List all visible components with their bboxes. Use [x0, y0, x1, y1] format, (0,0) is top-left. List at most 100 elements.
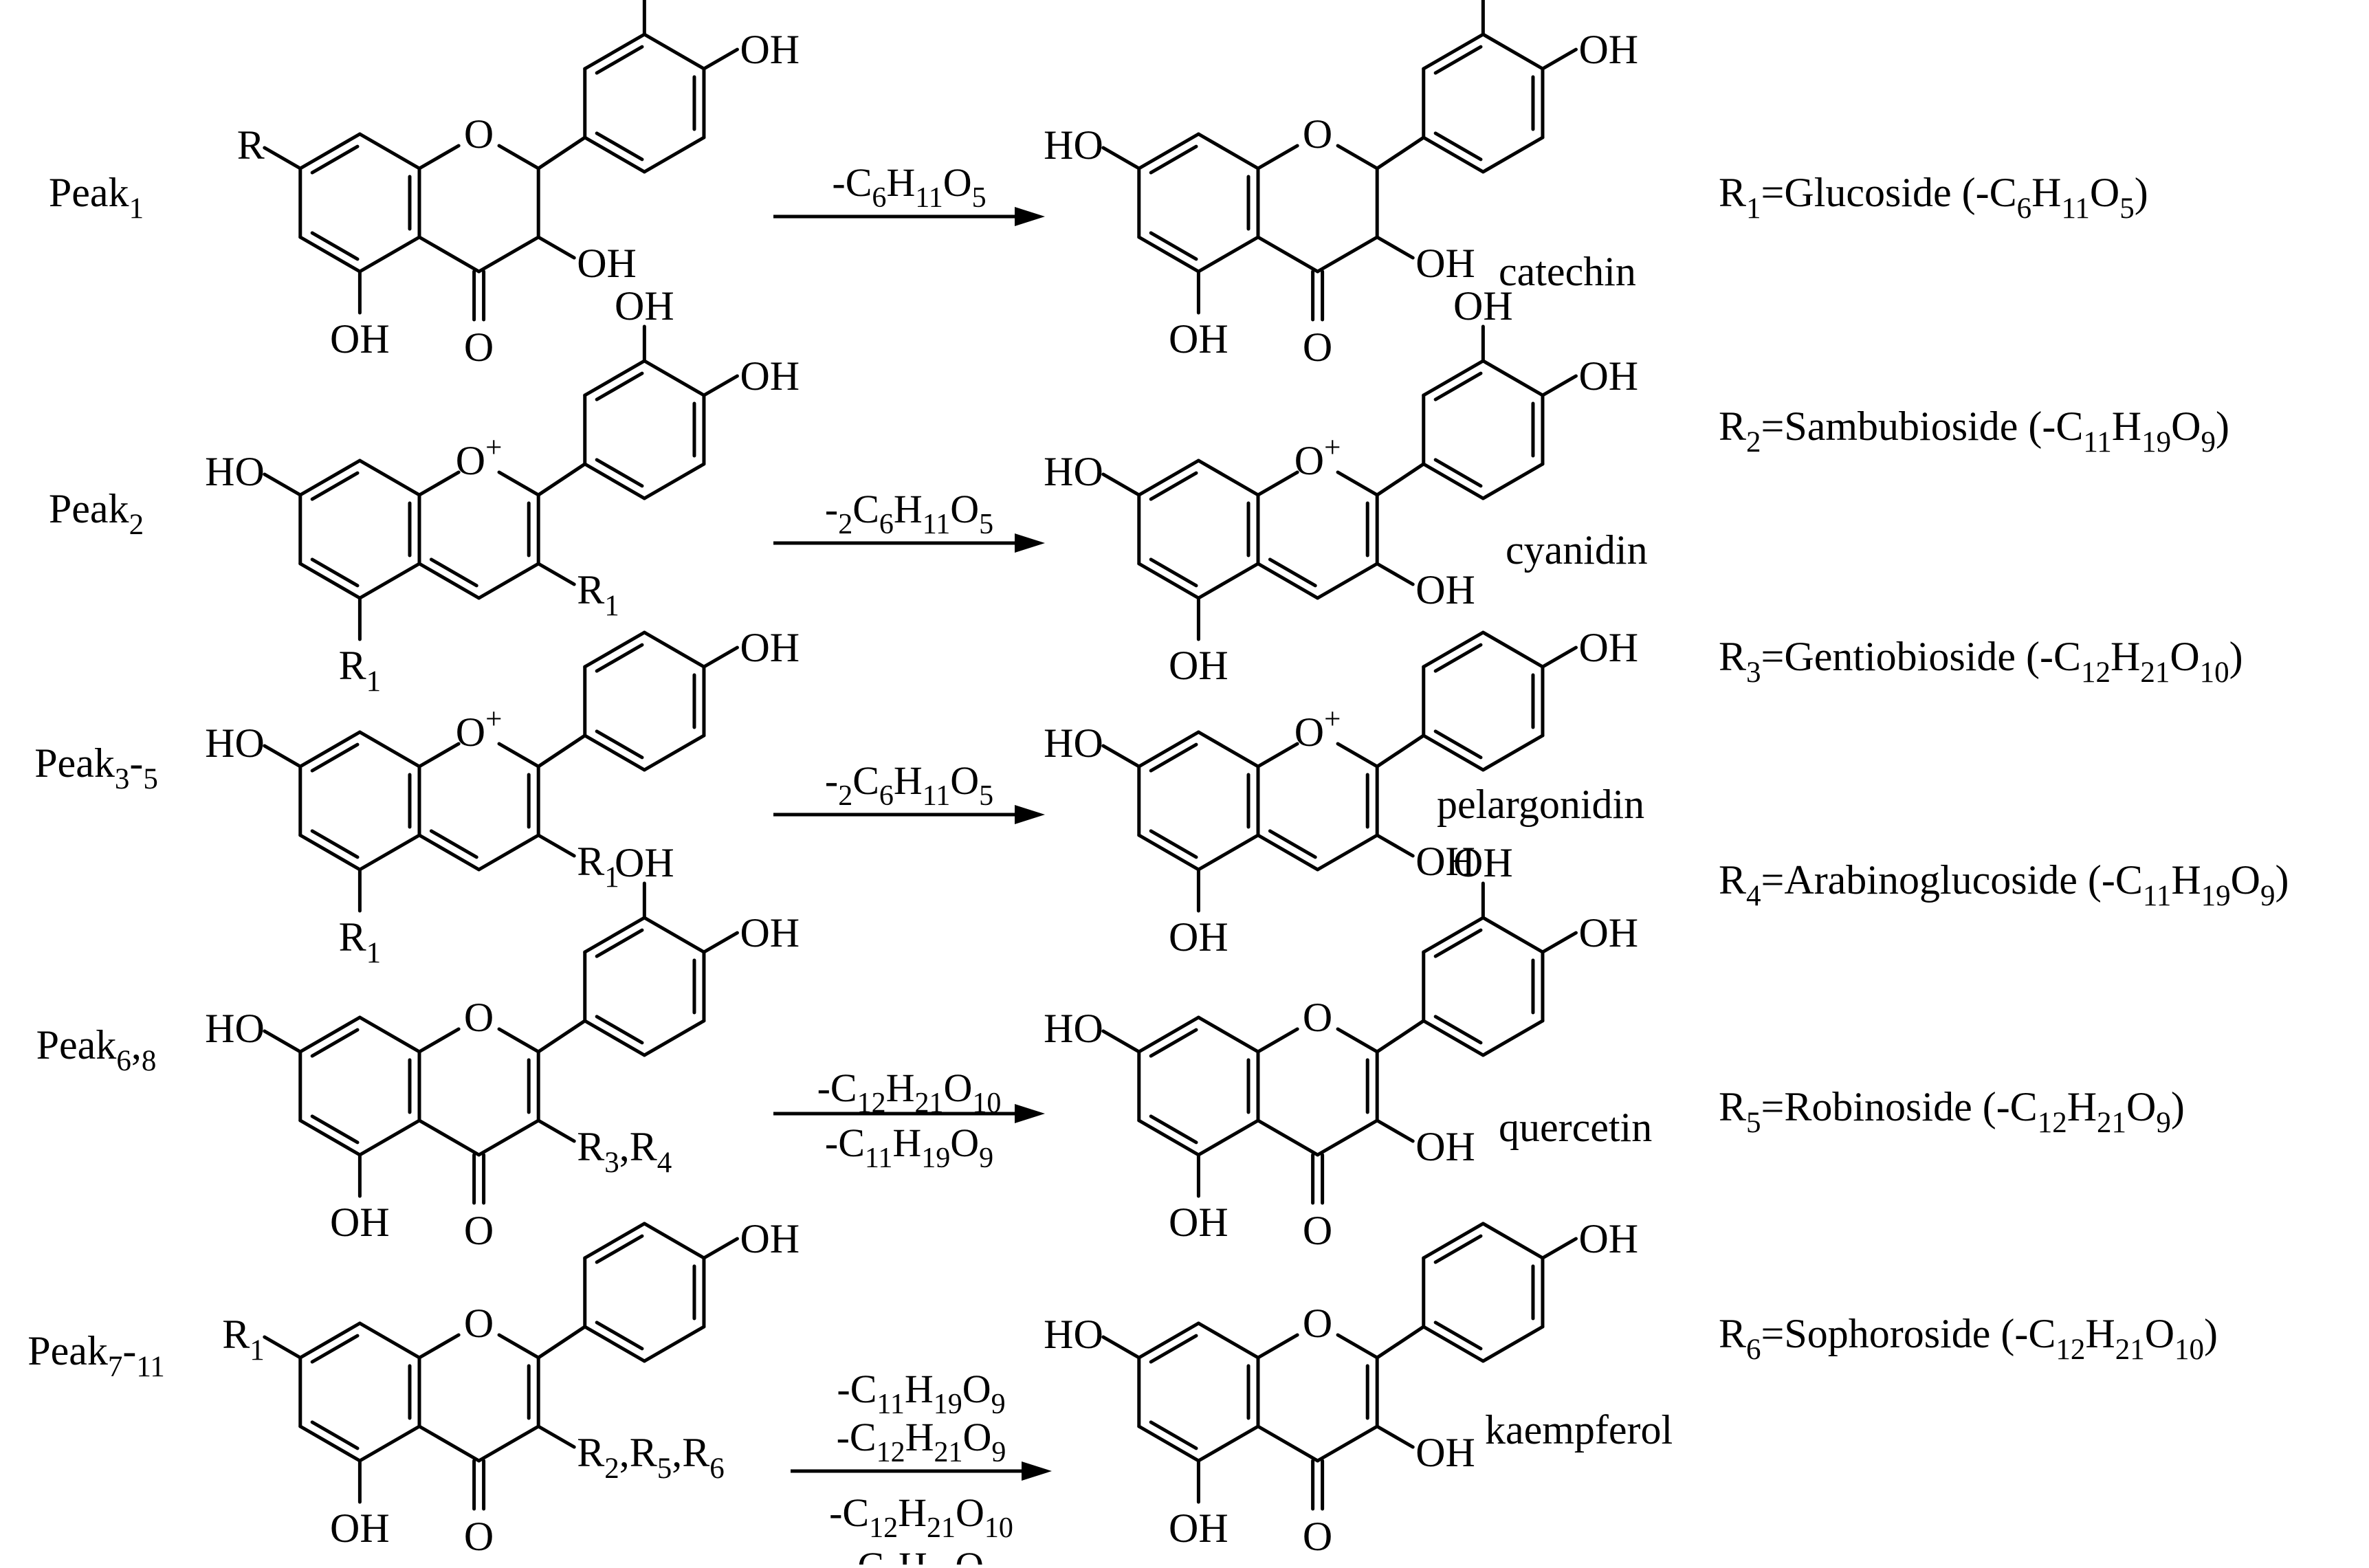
row-1: Peak1OOROHOHOHOH-C6H11O5OOHOOHOHOHOHcate… — [49, 0, 1638, 370]
legend-entry: R6=Sophoroside (-C12H21O10) — [1719, 1311, 2218, 1366]
row2-product-pos3p-label: OH — [1453, 283, 1513, 329]
row5-product-pos3-label: OH — [1415, 1430, 1475, 1475]
legend-entry: R5=Robinoside (-C12H21O9) — [1719, 1084, 2185, 1139]
row5-reactant-pos3-label: R2,R5,R6 — [577, 1430, 725, 1485]
reaction-condition: -C12H21O10 — [829, 1490, 1013, 1544]
arrow-head — [1015, 207, 1045, 226]
row4-reactant-pos5-label: OH — [330, 1200, 390, 1245]
row5-reactant-pos5-label: OH — [330, 1505, 390, 1551]
product-name: cyanidin — [1506, 527, 1648, 573]
row3-reactant-pos3-label: R1 — [577, 839, 619, 894]
legend-entry: R4=Arabinoglucoside (-C11H19O9) — [1719, 857, 2289, 912]
row3-product-pos3-label: OH — [1415, 839, 1475, 884]
row5-reactant-pos7-label: R1 — [222, 1312, 265, 1367]
substituent-legend: R1=Glucoside (-C6H11O5) R2=Sambubioside (… — [1719, 170, 2289, 1366]
row4-product-pos3p-label: OH — [1453, 840, 1513, 885]
row5-reactant-pos4p-label: OH — [740, 1216, 800, 1261]
row3-reactant-pos7-label: HO — [205, 720, 265, 766]
row4-product-pos5-label: OH — [1169, 1200, 1228, 1245]
row5-product-carbonyl-oxygen: O — [1303, 1514, 1332, 1559]
row4-reactant-pos3p-label: OH — [615, 840, 674, 885]
row3-product-pos7-label: HO — [1044, 720, 1103, 766]
row1-reactant-ring-oxygen: O — [464, 111, 494, 157]
product-name: pelargonidin — [1437, 782, 1644, 827]
row-4: Peak6,8OOHOOHR3,R4OHOH-C12H21O10-C11H19O… — [36, 840, 1653, 1253]
row4-product-pos4p-label: OH — [1578, 910, 1638, 956]
arrow-head — [1022, 1461, 1052, 1481]
legend-entry: R1=Glucoside (-C6H11O5) — [1719, 170, 2148, 225]
arrow-head — [1015, 533, 1045, 553]
reaction-condition: -C12H21O10 — [817, 1065, 1002, 1119]
reaction-condition: -2C6H11O5 — [825, 487, 993, 540]
row5-product-pos5-label: OH — [1169, 1505, 1228, 1551]
row4-reactant-pos3-label: R3,R4 — [577, 1124, 672, 1179]
reaction-condition: -C12H21O9 — [837, 1415, 1006, 1468]
peak-label: Peak3-5 — [34, 740, 158, 795]
row4-reactant-pos4p-label: OH — [740, 910, 800, 956]
row4-product-pos3-label: OH — [1415, 1124, 1475, 1169]
reaction-condition: -C6H11O5 — [832, 160, 986, 214]
row2-product-pos4p-label: OH — [1578, 353, 1638, 399]
row4-reactant-carbonyl-oxygen: O — [464, 1208, 494, 1253]
row2-reactant-pos3p-label: OH — [615, 283, 674, 329]
row5-product-pos4p-label: OH — [1578, 1216, 1638, 1261]
row4-reactant-pos7-label: HO — [205, 1006, 265, 1051]
product-name: kaempferol — [1485, 1407, 1673, 1453]
row1-reactant-structure: OOROHOHOHOH — [237, 0, 800, 370]
row3-reactant-pos4p-label: OH — [740, 625, 800, 670]
row2-reactant-ring-oxygen: O+ — [456, 432, 503, 483]
reaction-condition: -2C6H11O5 — [825, 758, 993, 812]
row2-reactant-pos3-label: R1 — [577, 567, 619, 622]
row1-reactant-pos4p-label: OH — [740, 27, 800, 72]
row1-reactant-carbonyl-oxygen: O — [464, 324, 494, 370]
row2-product-structure: O+ HO OH OH OH OH — [1044, 283, 1638, 688]
row5-reactant-carbonyl-oxygen: O — [464, 1514, 494, 1559]
peak-label: Peak2 — [49, 486, 144, 541]
row3-reactant-ring-oxygen: O+ — [456, 703, 503, 755]
row4-product-pos7-label: HO — [1044, 1006, 1103, 1051]
arrow-head — [1015, 805, 1045, 824]
reaction-condition: -C6H11O5 — [844, 1544, 998, 1565]
row1-product-pos4p-label: OH — [1578, 27, 1638, 72]
row1-product-pos3-label: OH — [1415, 241, 1475, 286]
row2-reactant-pos4p-label: OH — [740, 353, 800, 399]
row2-reactant-pos5-label: R1 — [339, 643, 382, 698]
row1-product-ring-oxygen: O — [1303, 111, 1332, 157]
reaction-condition: -C11H19O9 — [825, 1120, 993, 1174]
legend-entry: R2=Sambubioside (-C11H19O9) — [1719, 404, 2229, 459]
row3-product-ring-oxygen: O+ — [1294, 703, 1341, 755]
product-name: catechin — [1499, 249, 1636, 294]
row-3: Peak3-5O+HOR1R1OH-2C6H11O5O+HOOHOHOHpela… — [34, 625, 1644, 969]
row4-product-ring-oxygen: O — [1303, 995, 1332, 1040]
row2-reactant-pos7-label: HO — [205, 449, 265, 494]
row1-product-pos3p-label: OH — [1453, 0, 1513, 2]
row3-product-pos4p-label: OH — [1578, 625, 1638, 670]
row1-product-pos7-label: HO — [1044, 122, 1103, 168]
row2-product-pos7-label: HO — [1044, 449, 1103, 494]
product-name: quercetin — [1499, 1105, 1652, 1150]
peak-label: Peak6,8 — [36, 1022, 157, 1077]
row5-product-pos7-label: HO — [1044, 1312, 1103, 1357]
arrow-head — [1015, 1104, 1045, 1123]
row1-reactant-pos7-label: R — [237, 122, 265, 168]
row2-product-ring-oxygen: O+ — [1294, 432, 1341, 483]
reaction-condition: -C11H19O9 — [837, 1367, 1005, 1420]
row1-reactant-pos5-label: OH — [330, 316, 390, 362]
row1-reactant-pos3p-label: OH — [615, 0, 674, 2]
row1-reactant-pos3-label: OH — [577, 241, 637, 286]
row2-product-pos5-label: OH — [1169, 643, 1228, 688]
row5-reactant-ring-oxygen: O — [464, 1301, 494, 1346]
row1-product-pos5-label: OH — [1169, 316, 1228, 362]
legend-entry: R3=Gentiobioside (-C12H21O10) — [1719, 634, 2243, 689]
row3-reactant-pos5-label: R1 — [339, 914, 382, 969]
